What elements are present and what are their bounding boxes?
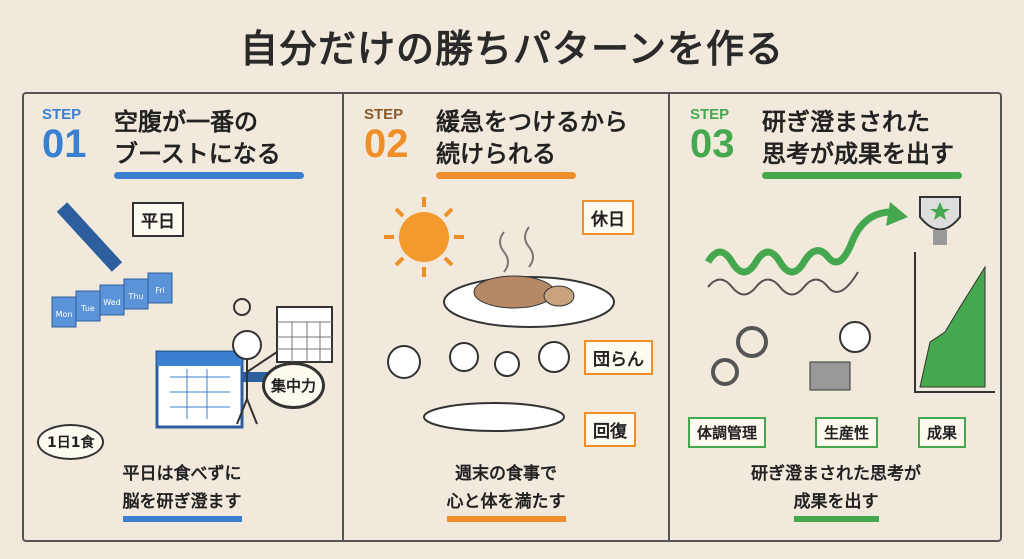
growth-wave-icon xyxy=(704,208,893,276)
day-label: Tue xyxy=(80,304,95,313)
step-number: 03 xyxy=(690,122,735,166)
heading-underline xyxy=(762,172,962,179)
family-icon xyxy=(387,341,570,432)
lightbulb-icon xyxy=(233,298,251,316)
step-1-panel: STEP 01 空腹が一番の ブーストになる Mon Tue Wed Thu Fri 平… xyxy=(22,92,342,542)
bar-chart-icon xyxy=(914,252,995,393)
weekend-meal-illustration xyxy=(384,197,615,432)
gears-icon xyxy=(711,326,768,386)
heading-line: 空腹が一番の xyxy=(114,108,258,136)
day-block xyxy=(147,272,173,304)
heading-line: 緩急をつけるから xyxy=(436,108,628,136)
steam-icon xyxy=(499,226,534,273)
pencil-icon xyxy=(56,202,132,281)
person-laptop-icon xyxy=(809,321,871,391)
calendar-icon xyxy=(155,350,244,429)
divider xyxy=(342,92,344,542)
heading-line: 思考が成果を出す xyxy=(762,140,954,168)
day-block xyxy=(123,278,149,310)
tag-focus: 集中力 xyxy=(262,362,326,409)
heading-line: ブーストになる xyxy=(114,140,281,168)
caption-line: 週末の食事で xyxy=(455,464,557,484)
weekday-blocks: Mon Tue Wed Thu Fri xyxy=(51,272,173,328)
step-label: STEP xyxy=(364,106,404,123)
tag-family: 団らん xyxy=(584,340,653,375)
heading-line: 続けられる xyxy=(436,140,556,168)
step-3-caption: 研ぎ澄まされた思考が 成果を出す xyxy=(670,460,1002,522)
caption-line: 心と体を満たす xyxy=(446,488,566,522)
tag-results: 成果 xyxy=(918,417,967,448)
page-title: 自分だけの勝ちパターンを作る xyxy=(239,27,785,71)
step-3-badge: STEP 03 xyxy=(690,106,735,164)
step-2-caption: 週末の食事で 心と体を満たす xyxy=(344,460,668,522)
tag-health: 体調管理 xyxy=(688,417,767,448)
heading-underline xyxy=(436,172,576,179)
person-icon xyxy=(232,330,278,425)
step-2-heading: 緩急をつけるから 続けられる xyxy=(436,106,628,170)
caption-line: 平日は食べずに xyxy=(122,464,242,484)
step-number: 01 xyxy=(42,122,87,166)
step-2-badge: STEP 02 xyxy=(364,106,409,164)
steak-plate-icon xyxy=(443,275,615,328)
wall-calendar-icon xyxy=(276,306,333,363)
tag-weekday: 平日 xyxy=(132,202,184,237)
step-1-badge: STEP 01 xyxy=(42,106,87,164)
day-block xyxy=(99,284,125,316)
step-3-heading: 研ぎ澄まされた 思考が成果を出す xyxy=(762,106,954,170)
day-label: Fri xyxy=(155,286,165,295)
caption-line: 脳を研ぎ澄ます xyxy=(122,488,242,522)
step-2-panel: STEP 02 緩急をつけるから 続けられる 休日 団らん 回復 週末の食事で … xyxy=(344,92,668,542)
fasting-illustration: Mon Tue Wed Thu Fri xyxy=(51,202,333,429)
caption-line: 研ぎ澄まされた思考が xyxy=(751,464,921,484)
step-label: STEP xyxy=(690,106,730,123)
step-1-caption: 平日は食べずに 脳を研ぎ澄ます xyxy=(22,460,342,522)
day-label: Wed xyxy=(103,298,120,307)
heading-line: 研ぎ澄まされた xyxy=(762,108,930,136)
results-illustration xyxy=(704,196,995,393)
step-3-panel: STEP 03 研ぎ澄まされた 思考が成果を出す 体調管理 生産性 成果 研ぎ澄… xyxy=(670,92,1002,542)
tag-one-meal: 1日1食 xyxy=(37,424,105,460)
day-label: Thu xyxy=(127,292,143,301)
step-number: 02 xyxy=(364,122,409,166)
divider xyxy=(668,92,670,542)
tag-holiday: 休日 xyxy=(582,200,634,235)
tag-recovery: 回復 xyxy=(584,412,636,447)
heading-underline xyxy=(114,172,304,179)
panels-frame xyxy=(22,92,1002,542)
day-label: Mon xyxy=(56,310,73,319)
tag-productivity: 生産性 xyxy=(815,417,879,448)
trophy-icon xyxy=(919,196,961,245)
sun-icon xyxy=(384,197,464,277)
step-label: STEP xyxy=(42,106,82,123)
caption-line: 成果を出す xyxy=(793,488,879,522)
step-1-heading: 空腹が一番の ブーストになる xyxy=(114,106,281,170)
